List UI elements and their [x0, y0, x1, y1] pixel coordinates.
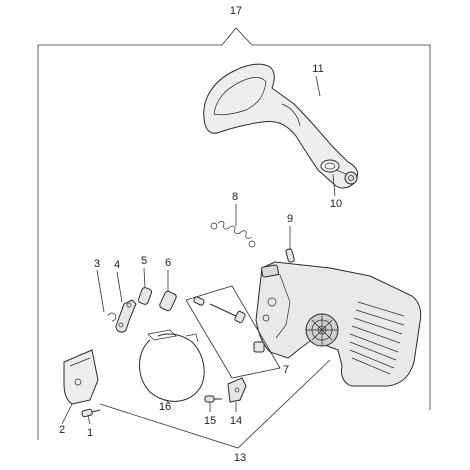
label-3: 3	[94, 258, 100, 270]
screw-part-1	[81, 408, 101, 418]
brake-handle-part-11	[203, 63, 359, 189]
pin-part-5	[137, 287, 153, 305]
bracket-part-14	[227, 377, 247, 403]
plate-part-2	[63, 349, 99, 405]
label-17: 17	[230, 5, 242, 17]
label-5: 5	[141, 255, 147, 267]
label-11: 11	[312, 63, 323, 75]
callout-labels: 17 11 10 8 9 3 4 5 6 7 16 15 14 2 1 13	[59, 5, 342, 464]
tension-spring-part-8	[210, 221, 256, 248]
bushing-part-6	[159, 290, 177, 312]
label-2: 2	[59, 424, 65, 436]
assembly-17-bracket	[37, 27, 431, 440]
lever-part-4	[115, 299, 137, 333]
circlip-part-3	[107, 312, 117, 322]
label-6: 6	[165, 257, 171, 269]
assembly-13-lines	[99, 359, 331, 449]
label-14: 14	[230, 415, 242, 427]
bolt-group-part-7	[185, 285, 281, 379]
screw-part-15	[204, 395, 222, 403]
label-15: 15	[204, 415, 216, 427]
spring-part-10	[320, 159, 347, 175]
label-9: 9	[287, 213, 293, 225]
label-1: 1	[87, 427, 93, 439]
leader-lines	[61, 75, 336, 425]
label-16: 16	[159, 401, 171, 413]
engine-housing	[255, 261, 422, 387]
label-7: 7	[283, 364, 289, 376]
label-13: 13	[234, 452, 246, 464]
brake-band-part-16	[139, 329, 205, 402]
label-4: 4	[114, 259, 120, 271]
pin-part-9	[285, 248, 295, 263]
label-8: 8	[232, 191, 238, 203]
label-10: 10	[330, 198, 342, 210]
